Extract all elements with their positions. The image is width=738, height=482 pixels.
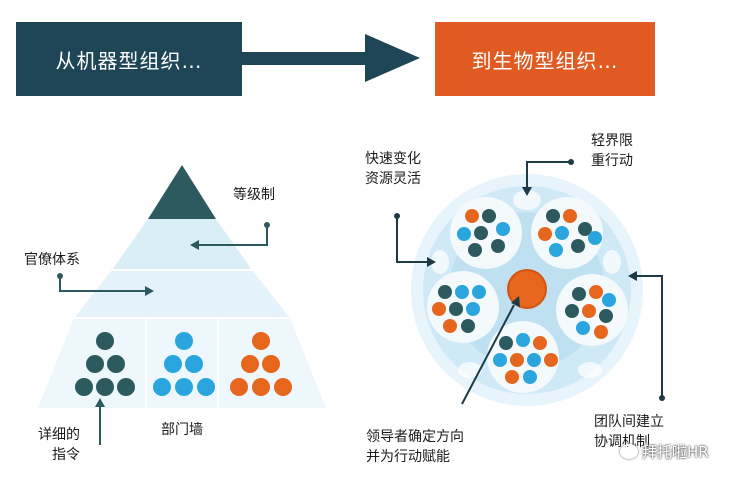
wechat-icon [620, 444, 638, 459]
silos-label: 部门墙 [161, 422, 203, 438]
team-cell-right [556, 274, 628, 346]
team-cell-top-left [450, 197, 522, 269]
teams-label-line1: 团队间建立 [594, 414, 664, 430]
team-cell-bottom [487, 321, 559, 393]
hierarchy-label: 等级制 [233, 187, 275, 203]
boundaries-callout-arrow [522, 159, 574, 196]
department-light-blue [153, 332, 215, 396]
bureaucracy-label: 官僚体系 [24, 252, 80, 268]
machine-organization-box: 从机器型组织… [16, 22, 242, 96]
boundaries-label-line1: 轻界限 [591, 133, 633, 149]
hierarchy-pyramid [38, 165, 326, 408]
agility-label-line2: 资源灵活 [365, 171, 421, 187]
leader-label-line1: 领导者确定方向 [366, 429, 464, 445]
watermark-text: 拜托啦HR [642, 443, 709, 461]
machine-organization-label: 从机器型组织… [55, 48, 203, 73]
transition-arrow [242, 34, 420, 82]
instructions-label-line1: 详细的 [38, 427, 80, 443]
watermark: 拜托啦HR [620, 441, 709, 462]
teams-callout-arrow [628, 271, 665, 401]
agility-label-line1: 快速变化 [365, 151, 421, 167]
team-cell-left [427, 271, 499, 343]
agility-callout-arrow [394, 213, 436, 267]
bureaucracy-callout-arrow [57, 273, 154, 296]
leader-label-line2: 并为行动赋能 [366, 449, 450, 465]
pyramid-apex [148, 165, 216, 219]
instructions-label-line2: 指令 [52, 447, 80, 463]
organism-organization-label: 到生物型组织… [471, 48, 619, 73]
team-cell-top-right [531, 197, 603, 269]
department-dark-teal [75, 332, 135, 396]
department-orange [230, 332, 292, 396]
leader-callout-arrow [461, 296, 520, 405]
instructions-callout-arrow [95, 398, 105, 445]
hierarchy-callout-arrow [190, 222, 270, 250]
organism-organization-box: 到生物型组织… [435, 22, 655, 96]
boundaries-label-line2: 重行动 [591, 153, 633, 169]
